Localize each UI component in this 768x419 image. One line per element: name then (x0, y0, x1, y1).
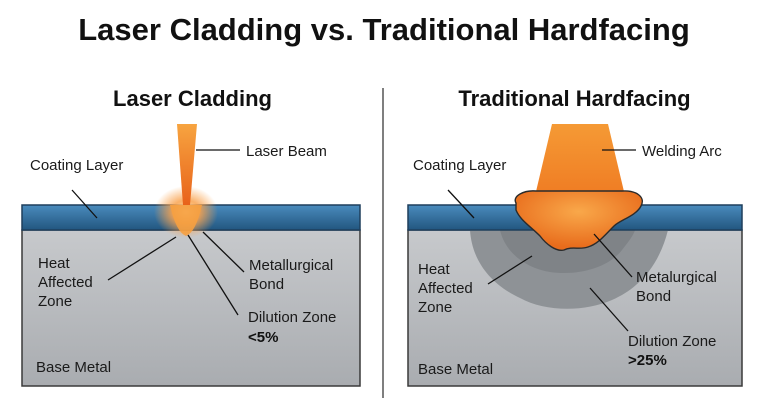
weld-bead (514, 190, 643, 251)
traditional-hardfacing-title: Traditional Hardfacing (458, 86, 691, 111)
haz-label-line-2: Affected (418, 280, 473, 297)
main-title: Laser Cladding vs. Traditional Hardfacin… (78, 12, 690, 47)
dilution-zone-label: Dilution Zone (628, 333, 716, 350)
bond-label-line-2: Bond (636, 288, 671, 305)
bond-label-line-1: Metallurgical (249, 257, 333, 274)
melt-pool (170, 205, 202, 236)
dilution-zone-label: Dilution Zone (248, 309, 336, 326)
welding-arc-label: Welding Arc (642, 143, 722, 160)
laser-beam (177, 124, 197, 205)
haz-leader (107, 236, 177, 281)
coating-layer-label: Coating Layer (413, 157, 506, 174)
traditional-hardfacing-panel: Welding Arc Coating Layer Heat Affected … (407, 124, 743, 387)
bond-leader (202, 231, 245, 273)
haz-label-line-3: Zone (418, 299, 452, 316)
haz-label-line-1: Heat (418, 261, 451, 278)
haz-label-line-2: Affected (38, 274, 93, 291)
dilution-region (500, 230, 635, 274)
dilution-leader (187, 234, 239, 316)
haz-label-line-3: Zone (38, 293, 72, 310)
dilution-leader (589, 287, 629, 332)
bond-leader (593, 233, 633, 278)
dilution-value-label: <5% (248, 329, 278, 346)
dilution-value-label: >25% (628, 352, 667, 369)
welding-arc (534, 124, 626, 200)
bond-label-line-1: Metalurgical (636, 269, 717, 286)
laser-cladding-panel: Laser Beam Coating Layer Heat Affected Z… (21, 124, 361, 387)
bond-label-line-2: Bond (249, 276, 284, 293)
base-metal-block (21, 229, 361, 387)
laser-beam-label: Laser Beam (246, 143, 327, 160)
haz-leader (487, 255, 533, 285)
coating-layer-leader (447, 189, 475, 219)
coating-layer-label: Coating Layer (30, 157, 123, 174)
haz-label-line-1: Heat (38, 255, 71, 272)
coating-layer-leader (71, 189, 98, 219)
laser-cladding-title: Laser Cladding (113, 86, 272, 111)
base-metal-label: Base Metal (36, 359, 111, 376)
base-metal-label: Base Metal (418, 361, 493, 378)
